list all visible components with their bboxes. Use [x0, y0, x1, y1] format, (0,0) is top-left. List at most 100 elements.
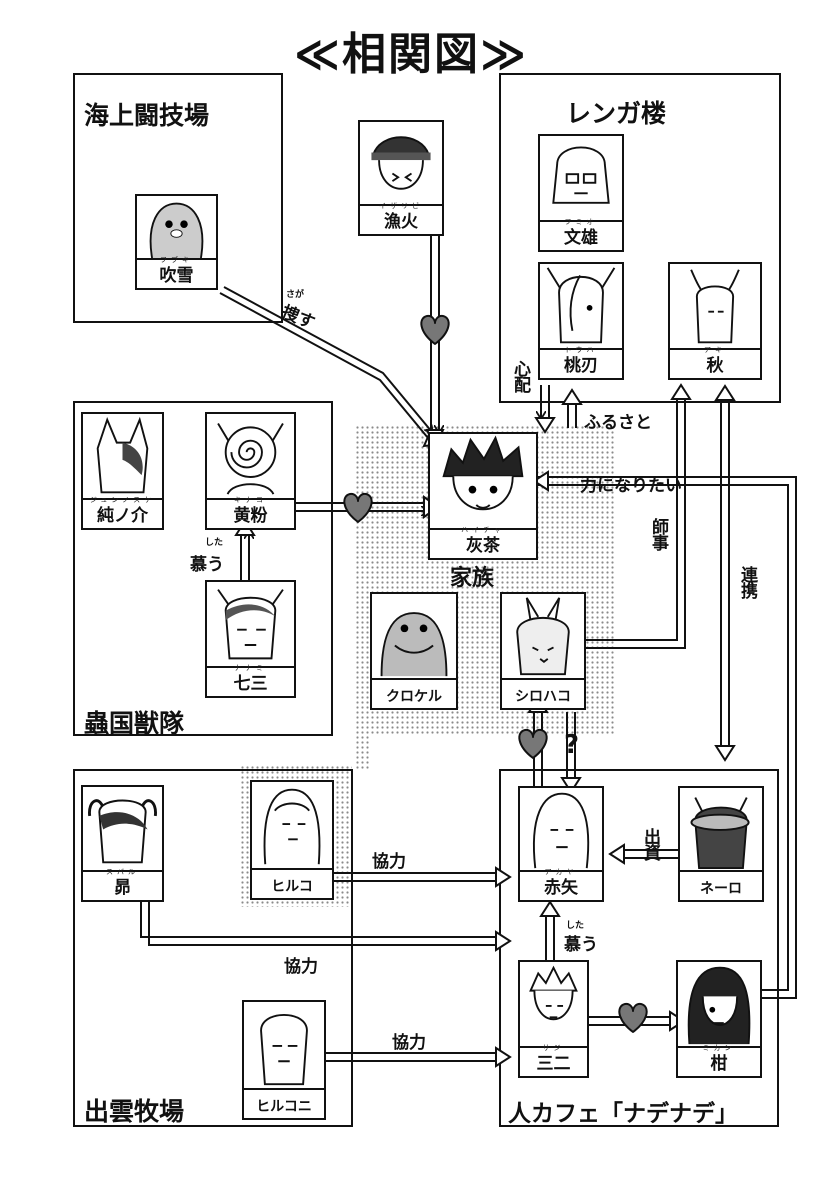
character-name: 桃刃 [564, 356, 598, 376]
touha-portrait [540, 264, 622, 350]
arrow-head [539, 900, 561, 917]
character-card-hiruko[interactable]: ヒルコ [250, 780, 334, 900]
furigana: アキ [704, 346, 726, 354]
relation-hometown: ふるさと [584, 413, 652, 433]
relation-search: 捜す [278, 302, 318, 334]
akaya-portrait [520, 788, 602, 872]
group-label-izumo: 出雲牧場 [84, 1097, 185, 1126]
character-card-fubuki[interactable]: フブキ 吹雪 [135, 194, 218, 290]
heart-icon [618, 1002, 648, 1033]
heart-icon [420, 314, 450, 345]
group-label-cafe: 人カフェ「ナデナデ」 [508, 1101, 738, 1127]
arrow-head [714, 745, 736, 762]
black-hair-face-icon [687, 966, 751, 1045]
character-card-saji[interactable]: サジ 三二 [518, 960, 589, 1078]
relation-admire-saji: 慕う [564, 935, 598, 955]
relation-coop-hirukoni: 協力 [392, 1033, 426, 1053]
character-name: 昴 [114, 878, 131, 898]
arrow-head [495, 866, 512, 888]
character-name: 黄粉 [233, 506, 268, 526]
character-name: 七三 [233, 674, 268, 694]
mikan-portrait [678, 962, 760, 1048]
group-label-arena: 海上闘技場 [84, 101, 210, 130]
character-name: 吹雪 [159, 266, 194, 286]
arrow-head [495, 930, 512, 952]
furigana: ハイチャ [461, 526, 505, 534]
character-name: ネーロ [700, 881, 742, 897]
relation-invest: 出資 [640, 828, 660, 860]
relation-admire: 慕う [190, 555, 224, 575]
relation-question: ? [564, 730, 580, 760]
character-card-fumio[interactable]: フミオ 文雄 [538, 134, 624, 252]
frog-face-icon [380, 612, 448, 677]
arrow-head [714, 384, 736, 401]
character-name: 漁火 [384, 212, 418, 232]
arrow-head [561, 388, 583, 405]
character-card-mikan[interactable]: ミカン 柑 [676, 960, 762, 1078]
hiruko-portrait [252, 782, 332, 870]
character-card-aki[interactable]: アキ 秋 [668, 262, 762, 380]
isaribi-portrait [360, 122, 442, 206]
admire-ruby: した [566, 921, 585, 931]
relation-link: 連携 [737, 566, 757, 598]
nanami-portrait [207, 582, 294, 668]
relation-want-help: 力になりたい [580, 476, 682, 496]
fox-eyepatch-face-icon [96, 416, 149, 494]
furigana: ジュンノスケ [89, 496, 156, 504]
kinako-portrait [207, 414, 294, 500]
character-card-touha[interactable]: トウハ 桃刃 [538, 262, 624, 380]
character-name: 柑 [710, 1054, 728, 1074]
relation-mentor: 師事 [648, 518, 668, 550]
admire-ruby: した [205, 538, 224, 548]
group-label-renga: レンガ楼 [566, 99, 667, 128]
arrow-head [608, 843, 625, 865]
furigana: スバル [106, 868, 139, 876]
character-name: ヒルコニ [256, 1099, 312, 1115]
character-name: クロケル [386, 689, 442, 705]
search-ruby: さが [286, 290, 305, 300]
saji-portrait [520, 962, 587, 1048]
arrow-head [670, 383, 692, 400]
character-card-kurokeru[interactable]: クロケル [370, 592, 458, 710]
character-name: 三二 [536, 1054, 571, 1074]
arrow-head [534, 417, 556, 434]
character-card-kinako[interactable]: キナコ 黄粉 [205, 412, 296, 530]
character-card-nanami[interactable]: ナナミ 七三 [205, 580, 296, 698]
dark-cat-face-icon [690, 797, 750, 870]
character-card-junnosuke[interactable]: ジュンノスケ 純ノ介 [81, 412, 164, 530]
hirukoni-portrait [244, 1002, 324, 1090]
long-hair-face-icon [533, 792, 590, 869]
furigana: フミオ [564, 218, 598, 226]
character-name: 灰茶 [466, 536, 500, 556]
short-hair-face-icon [260, 1013, 308, 1086]
character-card-shirohako[interactable]: シロハコ [500, 592, 586, 710]
relation-coop-subaru: 協力 [284, 957, 318, 977]
fumio-portrait [540, 136, 622, 222]
heart-icon [518, 728, 548, 759]
character-name: 純ノ介 [97, 506, 148, 526]
rabbit-face-icon [516, 597, 570, 676]
subaru-portrait [83, 787, 162, 872]
glasses-face-icon [552, 146, 610, 204]
character-card-akaya[interactable]: アカヤ 赤矢 [518, 786, 604, 902]
character-card-haicha[interactable]: ハイチャ 灰茶 [428, 432, 538, 560]
fubuki-portrait [137, 196, 216, 260]
junnosuke-portrait [83, 414, 162, 500]
furigana: トウハ [564, 346, 598, 354]
character-card-hirukoni[interactable]: ヒルコニ [242, 1000, 326, 1120]
haicha-portrait [430, 434, 536, 530]
spiky-hair-face-icon [442, 435, 524, 511]
character-card-subaru[interactable]: スバル 昴 [81, 785, 164, 902]
cat-face-icon [217, 589, 284, 660]
furigana: イザリビ [379, 202, 423, 210]
boy-face-icon [529, 965, 578, 1020]
character-name: 文雄 [564, 228, 598, 248]
character-card-nero[interactable]: ネーロ [678, 786, 764, 902]
group-label-kochu: 蟲国獣隊 [84, 709, 185, 738]
relation-worry: 心配 [510, 360, 530, 392]
character-card-isaribi[interactable]: イザリビ 漁火 [358, 120, 444, 236]
family-label: 家族 [450, 566, 495, 591]
shirohako-portrait [502, 594, 584, 680]
furigana: アカヤ [544, 868, 578, 876]
page-title: ≪相関図≫ [293, 29, 529, 80]
